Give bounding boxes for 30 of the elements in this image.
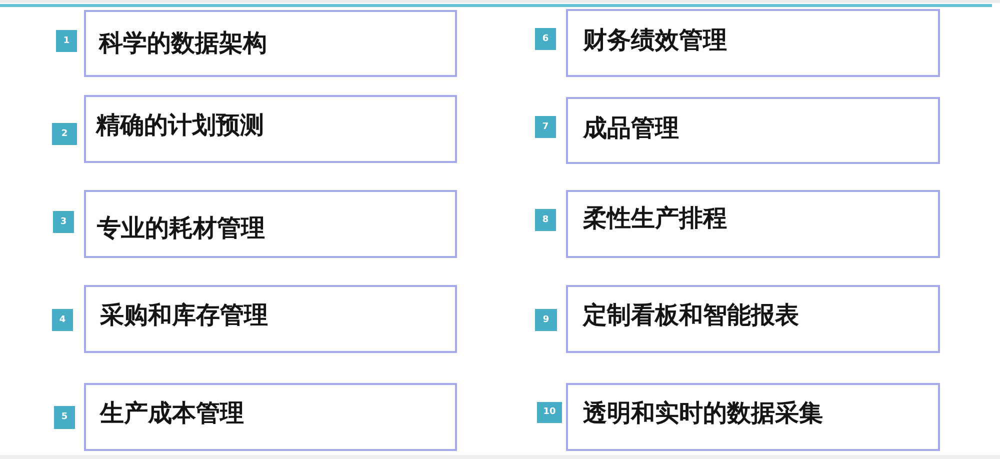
outlined-box: [566, 97, 940, 164]
outlined-box: [84, 383, 457, 451]
feature-title: 柔性生产排程: [583, 204, 727, 232]
feature-title: 采购和库存管理: [100, 301, 268, 329]
number-badge: 10: [537, 402, 562, 423]
outlined-box: [566, 190, 940, 258]
number-badge: 9: [535, 309, 557, 331]
feature-title: 透明和实时的数据采集: [583, 399, 823, 427]
feature-title: 财务绩效管理: [583, 26, 727, 54]
outlined-box: [84, 285, 457, 353]
number-badge: 1: [56, 30, 77, 52]
outlined-box: [566, 383, 940, 451]
outlined-box: [84, 10, 457, 77]
number-badge: 3: [53, 211, 74, 233]
number-badge: 6: [535, 28, 556, 50]
outlined-box: [566, 9, 940, 77]
feature-title: 专业的耗材管理: [97, 214, 265, 242]
number-badge: 7: [535, 116, 556, 138]
feature-title: 科学的数据架构: [99, 29, 267, 57]
number-badge: 2: [52, 123, 77, 145]
feature-title: 精确的计划预测: [96, 111, 264, 139]
number-badge: 8: [535, 209, 556, 231]
number-badge: 4: [52, 309, 73, 331]
outlined-box: [84, 190, 457, 258]
outlined-box: [84, 95, 457, 163]
number-badge: 5: [54, 406, 75, 429]
feature-title: 生产成本管理: [100, 399, 244, 427]
feature-title: 成品管理: [583, 114, 679, 142]
feature-title: 定制看板和智能报表: [583, 301, 799, 329]
outlined-box: [566, 285, 940, 353]
